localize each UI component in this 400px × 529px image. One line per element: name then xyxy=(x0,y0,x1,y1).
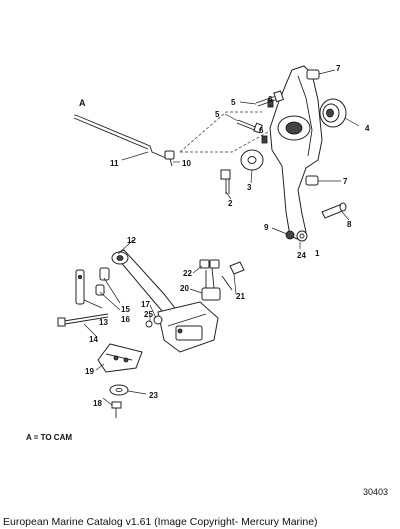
callout-3: 3 xyxy=(247,183,252,192)
callout-7a: 7 xyxy=(336,64,341,73)
callout-18: 18 xyxy=(93,399,102,408)
callout-15: 15 xyxy=(121,305,130,314)
throttle-cam-assembly xyxy=(179,65,347,242)
callout-8: 8 xyxy=(347,220,352,229)
link-rod-assembly xyxy=(73,114,175,167)
callout-5a: 5 xyxy=(231,98,236,107)
callout-21: 21 xyxy=(236,292,245,301)
footer-copyright: European Marine Catalog v1.61 (Image Cop… xyxy=(3,516,318,528)
callout-25: 25 xyxy=(144,310,153,319)
callout-22: 22 xyxy=(183,269,192,278)
callout-12: 12 xyxy=(127,236,136,245)
callout-10: 10 xyxy=(182,159,191,168)
callout-13: 13 xyxy=(99,318,108,327)
callouts: 1 2 3 4 5 5 6 6 7 7 8 9 10 11 12 13 14 1… xyxy=(85,64,370,408)
callout-14: 14 xyxy=(89,335,98,344)
callout-7b: 7 xyxy=(343,177,348,186)
callout-6b: 6 xyxy=(259,126,264,135)
figure-number: 30403 xyxy=(363,487,388,497)
callout-23: 23 xyxy=(149,391,158,400)
cam-note: A = TO CAM xyxy=(26,433,72,442)
callout-11: 11 xyxy=(110,159,119,168)
callout-5b: 5 xyxy=(215,110,220,119)
callout-16: 16 xyxy=(121,315,130,324)
callout-2: 2 xyxy=(228,199,233,208)
callout-4: 4 xyxy=(365,124,370,133)
shift-bracket-assembly xyxy=(57,249,245,418)
section-label-a: A xyxy=(79,98,86,108)
callout-9: 9 xyxy=(264,223,269,232)
callout-1: 1 xyxy=(315,249,320,258)
callout-6a: 6 xyxy=(268,95,273,104)
leader-lines xyxy=(83,69,360,406)
callout-19: 19 xyxy=(85,367,94,376)
callout-20: 20 xyxy=(180,284,189,293)
callout-17: 17 xyxy=(141,300,150,309)
callout-24: 24 xyxy=(297,251,306,260)
